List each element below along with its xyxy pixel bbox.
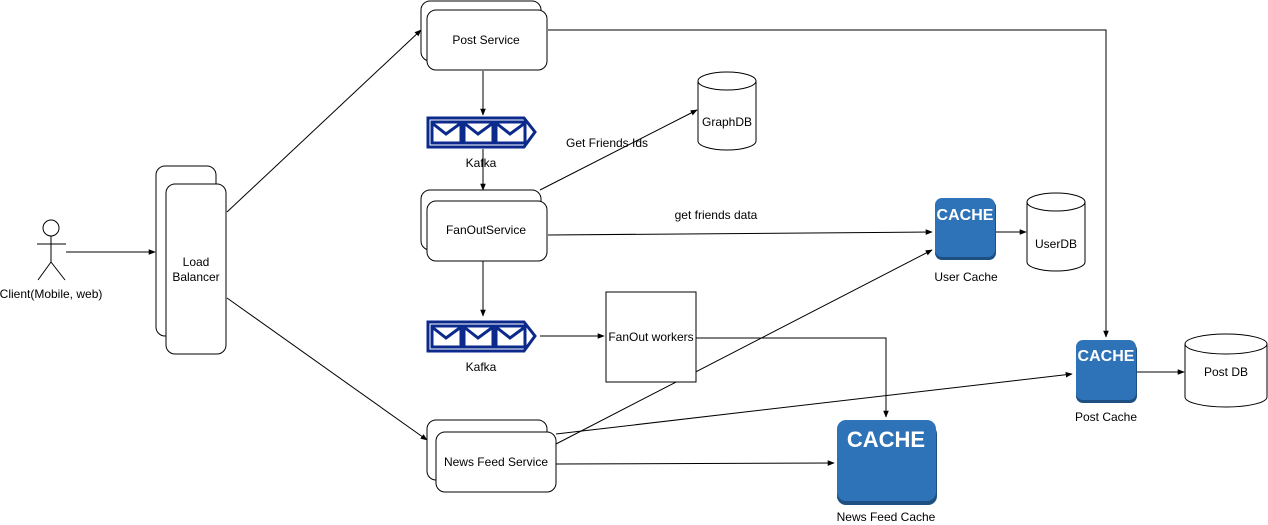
- edge-loadbalancer-to-newsfeedservice: [226, 297, 428, 441]
- edge-label-get-friends-data: get friends data: [675, 208, 758, 222]
- postdb-label: Post DB: [1204, 365, 1248, 379]
- post-service-label: Post Service: [452, 33, 520, 47]
- edge-newsfeedservice-to-newsfeedcache: [555, 460, 835, 466]
- load-balancer: Load Balancer: [155, 165, 227, 355]
- edge-fanoutworkers-to-newsfeedcache: [696, 337, 889, 418]
- post-cache: CACHE Post Cache: [1075, 340, 1137, 424]
- client-actor: Client(Mobile, web): [0, 219, 102, 301]
- post-cache-badge: CACHE: [1078, 348, 1135, 365]
- person-icon: [37, 219, 66, 281]
- edge-newsfeedservice-to-postcache: [555, 371, 1073, 435]
- postdb: Post DB: [1184, 333, 1268, 408]
- database-icon: [697, 71, 757, 151]
- database-icon: [1184, 333, 1268, 408]
- cache-icon: CACHE: [837, 420, 937, 505]
- news-feed-service-label: News Feed Service: [444, 455, 548, 469]
- load-balancer-label-line1: Load: [183, 255, 210, 269]
- user-cache-label: User Cache: [934, 270, 998, 284]
- message-queue-icon: [426, 116, 537, 149]
- news-feed-service: News Feed Service: [426, 419, 557, 493]
- cache-icon: CACHE: [1076, 340, 1137, 403]
- cache-icon: CACHE: [935, 198, 996, 260]
- edge-fanoutservice-to-graphdb: [539, 109, 698, 191]
- fanout-service-label: FanOutService: [446, 223, 526, 237]
- edge-label-get-friends-ids: Get Friends Ids: [566, 136, 648, 150]
- news-feed-cache-badge: CACHE: [847, 427, 925, 452]
- user-cache-badge: CACHE: [937, 207, 994, 224]
- fanout-service: FanOutService: [420, 189, 548, 262]
- post-cache-label: Post Cache: [1075, 410, 1137, 424]
- kafka-top-label: Kafka: [466, 156, 497, 170]
- news-feed-cache: CACHE News Feed Cache: [837, 420, 937, 524]
- fanout-workers-label: FanOut workers: [608, 330, 693, 344]
- edges: [66, 29, 1185, 466]
- user-cache: CACHE User Cache: [934, 198, 998, 284]
- userdb: UserDB: [1026, 192, 1086, 272]
- news-feed-cache-label: News Feed Cache: [837, 510, 936, 524]
- edge-fanoutservice-to-usercache: [547, 229, 933, 236]
- load-balancer-label-line2: Balancer: [172, 270, 219, 284]
- edge-loadbalancer-to-postservice: [226, 29, 422, 213]
- kafka-top: Kafka: [426, 116, 537, 170]
- post-service: Post Service: [420, 0, 548, 71]
- client-label: Client(Mobile, web): [0, 287, 102, 301]
- edge-newsfeedservice-to-usercache: [555, 249, 933, 445]
- database-icon: [1026, 192, 1086, 272]
- graphdb: GraphDB: [697, 71, 757, 151]
- graphdb-label: GraphDB: [702, 115, 752, 129]
- userdb-label: UserDB: [1035, 237, 1077, 251]
- edge-postservice-to-postcache: [548, 29, 1109, 338]
- fanout-workers: FanOut workers: [605, 291, 697, 383]
- kafka-bottom-label: Kafka: [466, 360, 497, 374]
- kafka-bottom: Kafka: [426, 320, 537, 374]
- message-queue-icon: [426, 320, 537, 353]
